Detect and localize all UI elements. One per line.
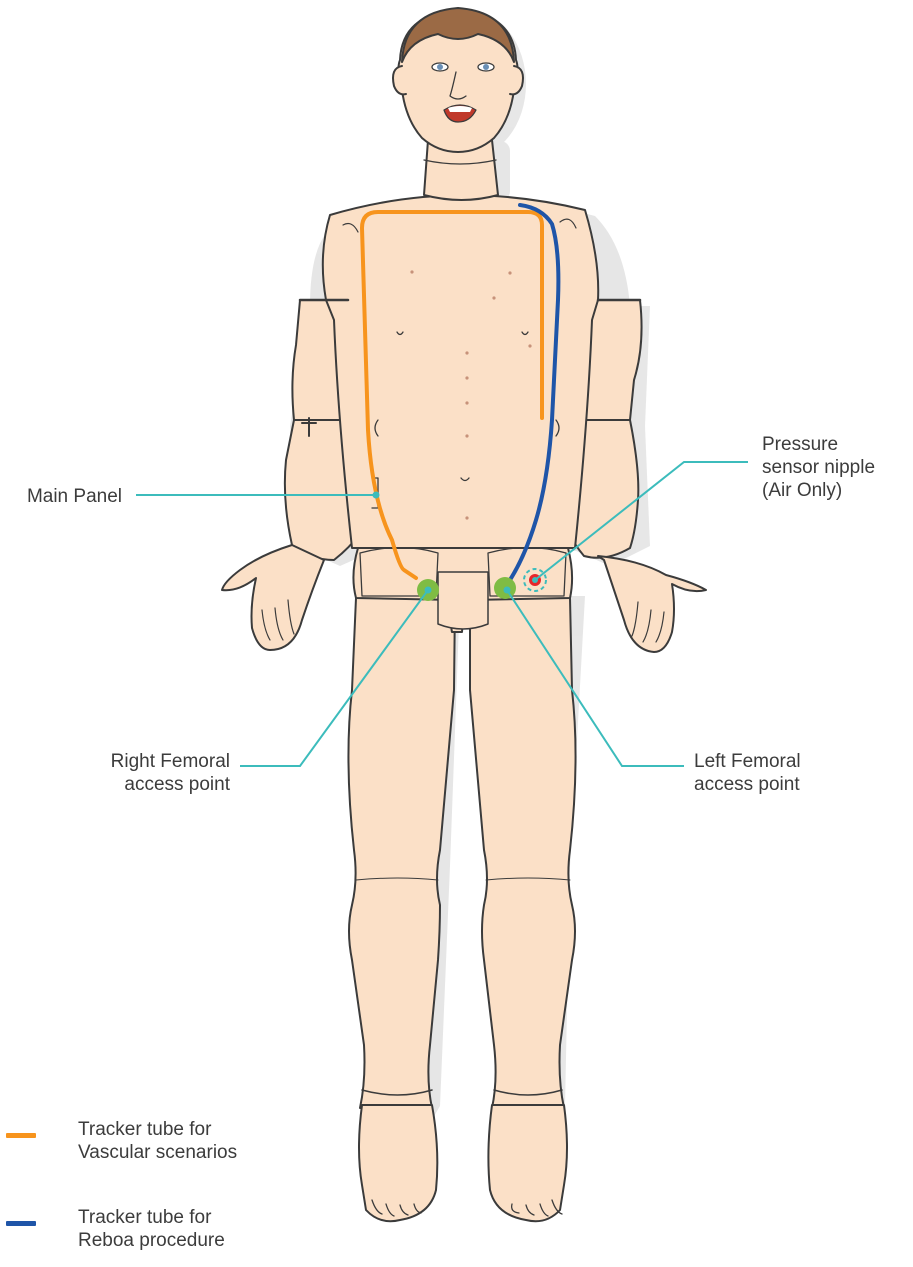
pressure-sensor-label: Pressure sensor nipple (Air Only) <box>762 433 912 502</box>
main-panel-label: Main Panel <box>0 485 122 508</box>
pressure-sensor-label-line1: Pressure <box>762 433 912 456</box>
pressure-sensor-label-line3: (Air Only) <box>762 479 912 502</box>
legend-item-vascular: Tracker tube for Vascular scenarios <box>78 1118 298 1164</box>
left-femoral-label-line1: Left Femoral <box>694 750 894 773</box>
left-femoral-label-line2: access point <box>694 773 894 796</box>
legend-reboa-line2: Reboa procedure <box>78 1229 298 1252</box>
legend-reboa-line1: Tracker tube for <box>78 1206 298 1229</box>
legend-item-reboa: Tracker tube for Reboa procedure <box>78 1206 298 1252</box>
legend-vascular-line2: Vascular scenarios <box>78 1141 298 1164</box>
right-femoral-label: Right Femoral access point <box>40 750 230 796</box>
main-panel-label-line1: Main Panel <box>0 485 122 508</box>
pressure-sensor-label-line2: sensor nipple <box>762 456 912 479</box>
left-hand <box>598 556 706 652</box>
right-femoral-label-line1: Right Femoral <box>40 750 230 773</box>
manikin-body <box>222 8 706 1221</box>
legend-vascular-line1: Tracker tube for <box>78 1118 298 1141</box>
legend-swatch-reboa <box>6 1221 36 1226</box>
legend-swatch-vascular <box>6 1133 36 1138</box>
left-femoral-label: Left Femoral access point <box>694 750 894 796</box>
left-foot <box>488 1105 567 1221</box>
right-foot <box>359 1105 437 1221</box>
right-femoral-label-line2: access point <box>40 773 230 796</box>
right-hand <box>222 545 324 650</box>
